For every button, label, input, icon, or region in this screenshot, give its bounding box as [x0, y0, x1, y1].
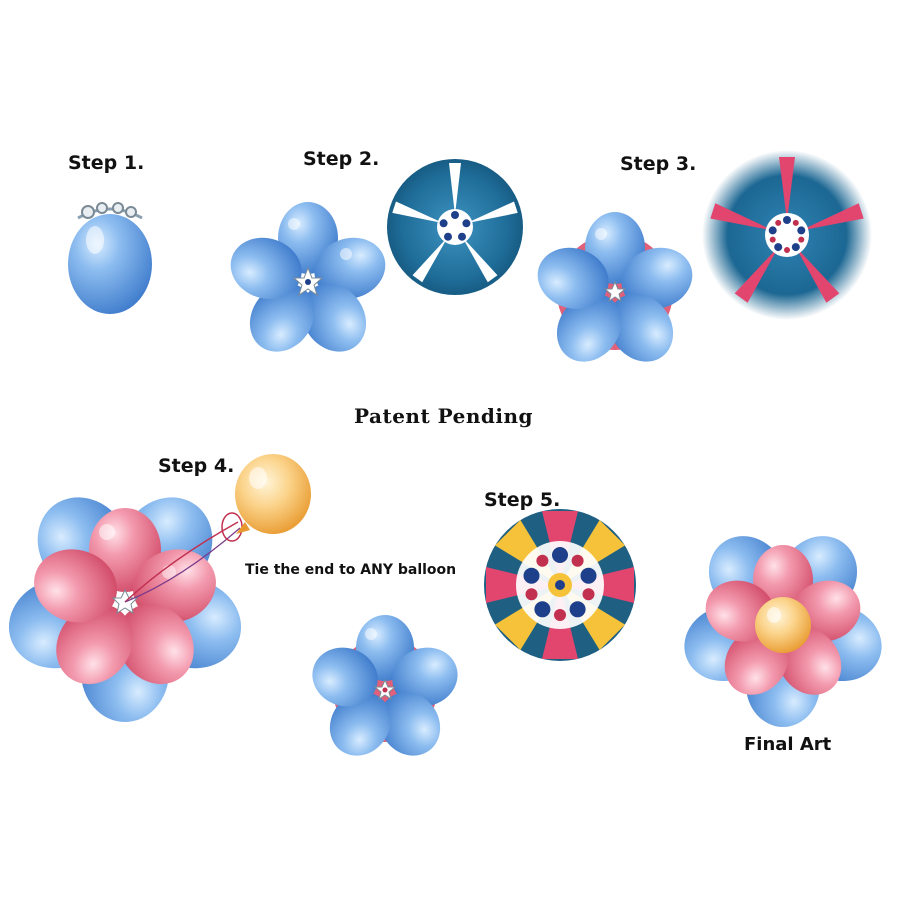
step2-flower	[230, 202, 386, 352]
step3-label: Step 3.	[620, 153, 697, 175]
tie-note-label: Tie the end to ANY balloon	[245, 562, 457, 578]
step4b-flower	[312, 615, 458, 756]
step3-flower	[537, 212, 693, 362]
patent-pending-label: Patent Pending	[354, 404, 534, 428]
step4-flower	[8, 497, 242, 722]
step5-label: Step 5.	[484, 489, 561, 511]
step1-label: Step 1.	[68, 152, 145, 174]
step4-gold-balloon	[124, 454, 311, 603]
step2-label: Step 2.	[303, 148, 380, 170]
final-art-flower	[684, 536, 882, 727]
step3-detail	[702, 150, 872, 320]
step4-label: Step 4.	[158, 455, 235, 477]
step5-detail	[484, 509, 636, 661]
step2-detail	[387, 159, 523, 295]
step1-balloon	[68, 202, 152, 314]
final-art-label: Final Art	[744, 734, 832, 755]
